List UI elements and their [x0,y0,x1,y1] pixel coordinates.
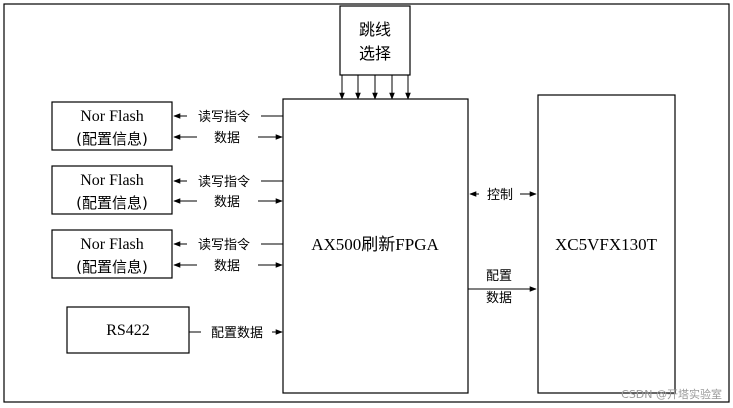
nor-flash-1-sub: (配置信息) [76,130,148,148]
rs422-block: RS422 [66,306,190,354]
rs422-name: RS422 [106,322,150,339]
nor-flash-2-read-label: 读写指令 [198,175,250,190]
nor-flash-2-links: 读写指令 数据 [173,175,283,210]
config-label-line1: 配置 [486,269,512,284]
rs422-config-label: 配置数据 [211,326,263,341]
nor-flash-2-data-label: 数据 [214,195,240,210]
jumper-select-block: 跳线 选择 [339,5,411,76]
config-data-link: 配置 数据 [468,269,537,306]
config-label-line2: 数据 [486,291,512,306]
nor-flash-1-name: Nor Flash [80,108,144,125]
rs422-link: 配置数据 [189,326,283,341]
nor-flash-1-read-label: 读写指令 [198,110,250,125]
nor-flash-block-1: Nor Flash (配置信息) [51,101,173,151]
nor-flash-3-read-label: 读写指令 [198,238,250,253]
nor-flash-block-2: Nor Flash (配置信息) [51,165,173,215]
control-link: 控制 [469,188,537,203]
nor-flash-3-name: Nor Flash [80,236,144,253]
jumper-label-line2: 选择 [359,44,391,63]
fpga-block: AX500刷新FPGA [282,98,469,394]
nor-flash-3-sub: (配置信息) [76,258,148,276]
nor-flash-3-data-label: 数据 [214,259,240,274]
nor-flash-2-sub: (配置信息) [76,194,148,212]
nor-flash-3-links: 读写指令 数据 [173,238,283,274]
xc5vfx130t-block: XC5VFX130T [537,94,676,394]
outer-frame [3,3,730,403]
control-label: 控制 [487,188,513,203]
nor-flash-1-data-label: 数据 [214,131,240,146]
nor-flash-2-name: Nor Flash [80,172,144,189]
watermark: CSDN @开塔实验室 [621,387,722,401]
nor-flash-1-links: 读写指令 数据 [173,110,283,146]
fpga-name: AX500刷新FPGA [311,235,439,254]
nor-flash-block-3: Nor Flash (配置信息) [51,229,173,279]
target-name: XC5VFX130T [555,235,658,254]
jumper-arrows [339,75,411,100]
jumper-label-line1: 跳线 [359,20,391,39]
